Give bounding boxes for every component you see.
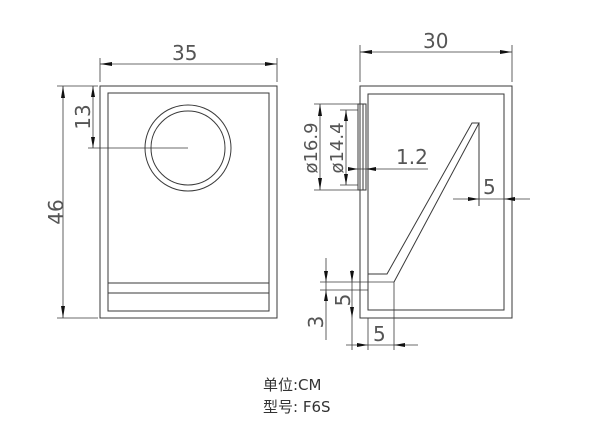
port-height-dim: 5 [331,294,355,307]
drawing-notes: 单位:CM 型号: F6S [263,374,331,418]
front-height-dim: 46 [44,199,68,224]
side-view: 30 ø16.9 ø14.4 1.2 5 3 5 [301,29,530,350]
top-gap-dim: 5 [483,175,496,199]
model-label: 型号: F6S [263,398,331,416]
port-width-dim: 5 [373,322,386,346]
units-label: 单位:CM [263,376,322,394]
outer-diameter-dim: ø16.9 [301,122,322,173]
bottom-offset-dim: 3 [304,316,328,329]
side-depth-dim: 30 [423,29,448,53]
driver-center-dim: 13 [71,104,95,129]
flange-thickness-dim: 1.2 [396,145,428,169]
inner-diameter-dim: ø14.4 [327,122,348,173]
front-width-dim: 35 [172,41,197,65]
front-view: 35 46 13 [44,41,278,319]
